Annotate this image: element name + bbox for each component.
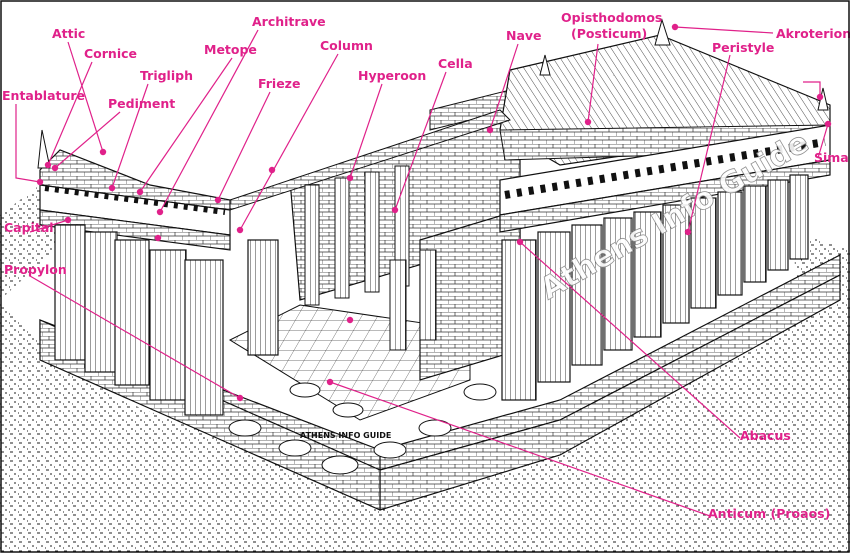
label-frieze: Frieze [258, 76, 300, 91]
label-abacus: Abacus [740, 428, 791, 443]
label-entablature: Entablature [2, 88, 85, 103]
label-column: Column [320, 38, 373, 53]
akroteria [37, 18, 829, 169]
watermark-floor: ATHENS INFO GUIDE [300, 431, 391, 440]
side-entablature [499, 124, 831, 233]
label-propylon: Propylon [4, 262, 67, 277]
front-columns [54, 224, 279, 416]
label-posticum: (Posticum) [571, 26, 647, 41]
label-trigliph: Trigliph [140, 68, 193, 83]
label-cella: Cella [438, 56, 473, 71]
label-capital: Capital [4, 220, 54, 235]
label-metope: Metope [204, 42, 257, 57]
label-hyperoon: Hyperoon [358, 68, 426, 83]
label-cornice: Cornice [84, 46, 137, 61]
label-attic: Attic [52, 26, 85, 41]
label-nave: Nave [506, 28, 542, 43]
label-opisthodomos: Opisthodomos [561, 10, 662, 25]
label-architrave: Architrave [252, 14, 326, 29]
leader-lines [15, 26, 829, 517]
label-peristyle: Peristyle [712, 40, 774, 55]
label-anticum: Anticum (Proaos) [708, 506, 830, 521]
label-sima: Sima [814, 150, 849, 165]
side-columns [501, 174, 809, 401]
leader-dots [36, 23, 832, 402]
inner-colonnade [304, 165, 437, 351]
label-pediment: Pediment [108, 96, 175, 111]
labels: Attic Cornice Entablature Trigliph Pedim… [2, 10, 850, 521]
front-entablature [39, 109, 511, 251]
label-akroterion: Akroterion [776, 26, 850, 41]
column-drums [228, 382, 497, 475]
